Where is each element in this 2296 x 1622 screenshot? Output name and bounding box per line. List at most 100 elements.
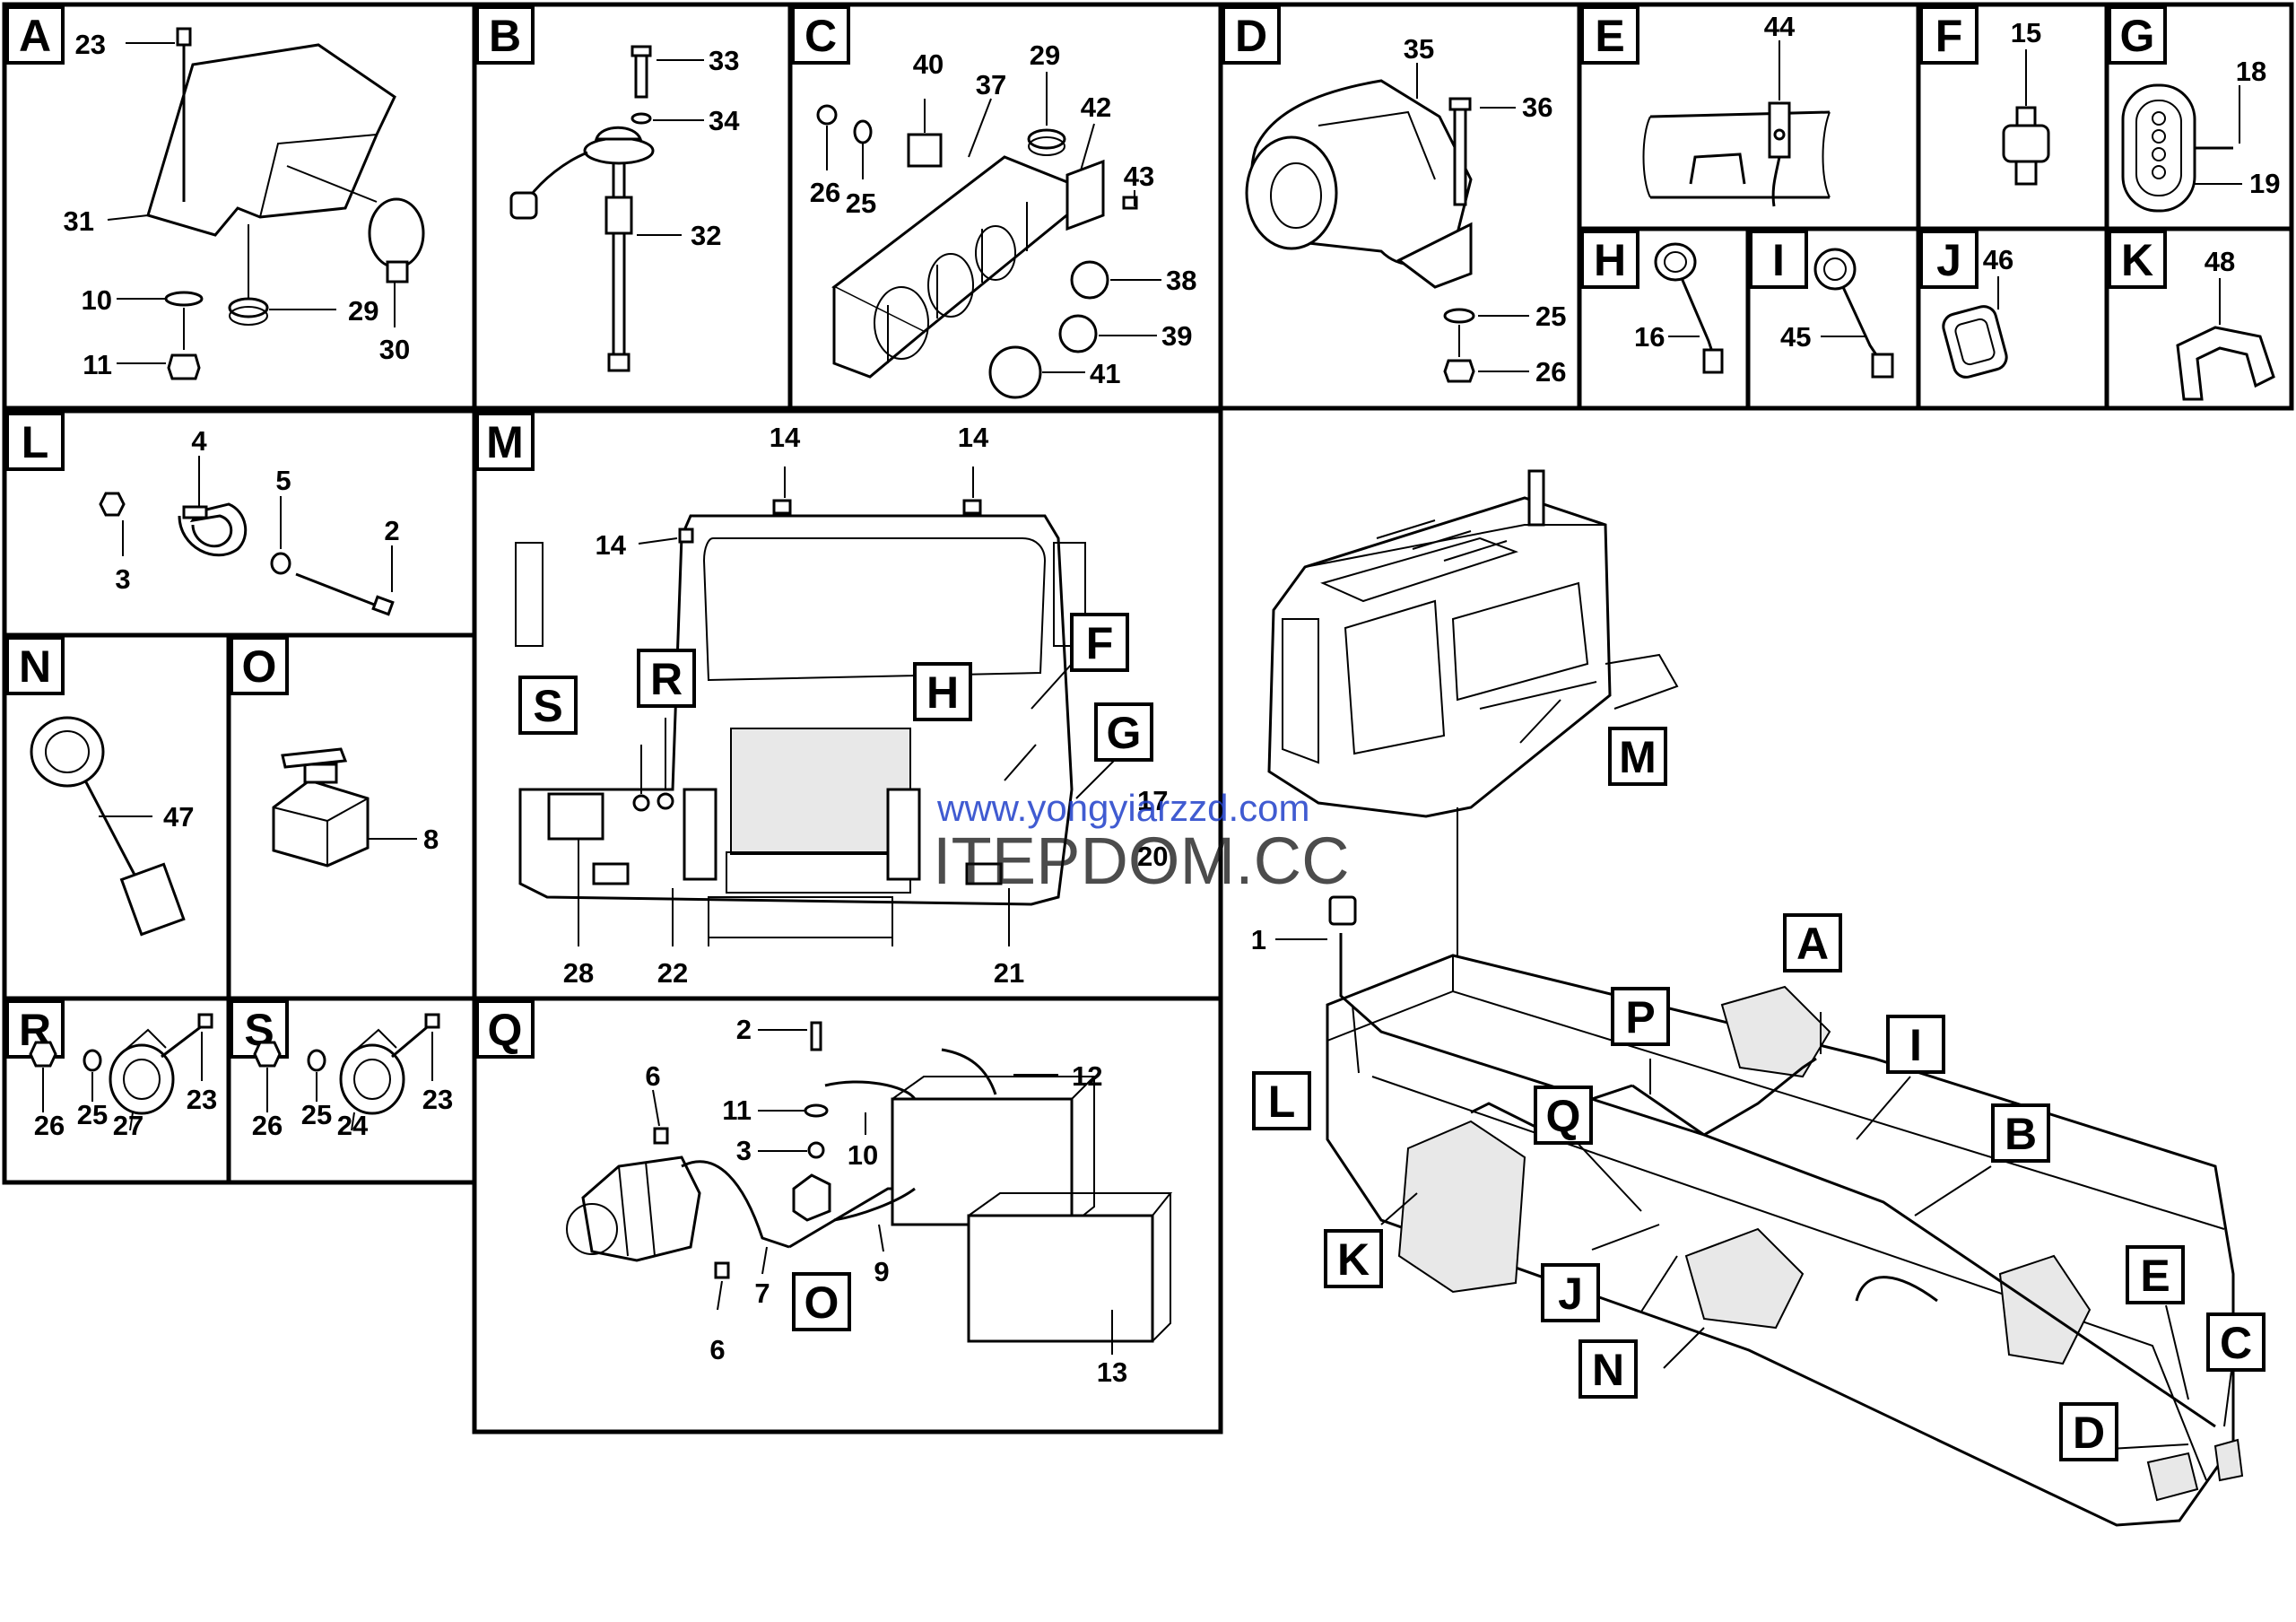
- washer-5: [270, 552, 291, 575]
- svg-text:14: 14: [770, 422, 801, 453]
- overview-label-b: B: [1991, 1103, 2050, 1163]
- sensor-45: [1813, 248, 1857, 291]
- svg-text:M: M: [1619, 732, 1657, 782]
- cap-39: [1058, 314, 1098, 353]
- bolt-head-26: [816, 104, 838, 126]
- svg-text:N: N: [1592, 1345, 1624, 1395]
- svg-text:32: 32: [691, 220, 721, 251]
- relay-bracket-37: [831, 155, 1097, 334]
- svg-text:M: M: [486, 417, 524, 467]
- svg-text:47: 47: [163, 801, 194, 833]
- svg-text:Q: Q: [488, 1005, 523, 1055]
- washer-25d: [1443, 308, 1475, 324]
- svg-text:11: 11: [722, 1094, 752, 1126]
- svg-text:A: A: [1796, 919, 1829, 969]
- lamp-21: [965, 862, 1003, 885]
- svg-text:13: 13: [1097, 1356, 1127, 1388]
- panel-frames: [2, 2, 2294, 1435]
- bolt-6a: [653, 1127, 669, 1145]
- nut-3: [99, 492, 126, 517]
- svg-text:B: B: [2005, 1109, 2037, 1159]
- panel-label-m: M: [475, 412, 535, 471]
- overview-label-n: N: [1578, 1339, 1638, 1399]
- svg-text:J: J: [1558, 1269, 1583, 1319]
- svg-text:www.yongyiarzzd.com: www.yongyiarzzd.com: [936, 787, 1309, 829]
- svg-text:16: 16: [1634, 321, 1665, 353]
- svg-text:28: 28: [563, 957, 594, 989]
- svg-text:8: 8: [423, 824, 439, 855]
- overview-label-m: M: [1608, 727, 1667, 786]
- starter-motor: [581, 1155, 701, 1262]
- lamp-unit-28: [547, 792, 604, 841]
- svg-text:C: C: [804, 11, 837, 61]
- panel-label-j: J: [1919, 230, 1979, 289]
- svg-text:22: 22: [657, 957, 688, 989]
- panel-label-o: O: [230, 636, 289, 695]
- overview-label-k: K: [1324, 1229, 1383, 1288]
- panel-label-q: Q: [475, 999, 535, 1059]
- svg-text:P: P: [1625, 992, 1655, 1042]
- nut-26r: [29, 1041, 57, 1068]
- tail-light-right: [2146, 1452, 2199, 1502]
- switch-o: [792, 1173, 831, 1222]
- svg-text:D: D: [1235, 11, 1267, 61]
- panel-q-drawing: 2 6 11 3 10 12 9 7 6 13 O: [566, 1014, 1173, 1388]
- grommet-29c: [1027, 128, 1066, 150]
- svg-text:33: 33: [709, 45, 739, 76]
- panel-letter-boxes: A B C D E F G H I J K L M N O Q R S: [5, 5, 2167, 1059]
- svg-text:4: 4: [191, 425, 207, 457]
- panel-e-drawing: 44: [1642, 11, 1831, 207]
- svg-text:H: H: [1594, 235, 1626, 285]
- svg-text:26: 26: [1535, 356, 1566, 388]
- panel-b-drawing: 33 34 32: [509, 45, 740, 372]
- svg-text:R: R: [650, 654, 683, 704]
- svg-text:26: 26: [34, 1110, 65, 1141]
- washer-34: [631, 112, 652, 125]
- block-40: [907, 133, 943, 168]
- svg-text:3: 3: [736, 1135, 752, 1166]
- panel-g-drawing: 18 19: [2121, 56, 2280, 213]
- svg-text:24: 24: [337, 1110, 369, 1141]
- m-sublabel-r: R: [637, 649, 696, 708]
- bolt-6b: [714, 1261, 730, 1279]
- svg-text:19: 19: [2249, 168, 2280, 199]
- cap-38: [1070, 260, 1109, 300]
- nut-3q: [807, 1141, 825, 1159]
- svg-text:D: D: [2073, 1408, 2105, 1458]
- panel-k-drawing: 48: [2176, 246, 2275, 401]
- windscreen: [702, 537, 1047, 682]
- svg-text:K: K: [2121, 235, 2153, 285]
- svg-text:B: B: [489, 11, 521, 61]
- q-sublabel-o: O: [792, 1272, 851, 1331]
- tail-light-left: [2213, 1438, 2244, 1482]
- fuse-box-1: [1328, 895, 1357, 926]
- panel-m-drawing: 14 14 14 17 20 28 22 21 S R H F G: [515, 422, 1168, 989]
- nut-26s: [253, 1041, 282, 1068]
- overview-label-p: P: [1611, 987, 1670, 1046]
- svg-text:K: K: [1337, 1234, 1370, 1285]
- overview-label-j: J: [1541, 1263, 1600, 1322]
- svg-text:25: 25: [1535, 301, 1566, 332]
- panel-label-c: C: [791, 5, 850, 65]
- svg-text:15: 15: [2011, 17, 2041, 48]
- nut-26d: [1443, 359, 1475, 383]
- panel-label-f: F: [1919, 5, 1979, 65]
- panel-i-drawing: 45: [1780, 248, 1894, 379]
- overview-label-i: I: [1886, 1015, 1945, 1074]
- svg-text:A: A: [19, 11, 51, 61]
- lamp-14-mid: [772, 499, 792, 515]
- washer-11q: [804, 1103, 829, 1118]
- cap-41: [988, 345, 1042, 399]
- svg-text:42: 42: [1081, 92, 1111, 123]
- svg-text:17: 17: [1137, 785, 1168, 816]
- overview-label-l: L: [1252, 1071, 1311, 1130]
- svg-text:3: 3: [115, 563, 130, 595]
- panel-n-drawing: 47: [30, 716, 194, 937]
- panel-h-drawing: 16: [1634, 242, 1724, 374]
- svg-text:G: G: [1107, 708, 1142, 758]
- svg-text:26: 26: [810, 177, 840, 208]
- panel-label-n: N: [5, 636, 65, 695]
- overview-label-a: A: [1783, 913, 1842, 972]
- panel-s-drawing: 26 25 24 23: [252, 1013, 453, 1141]
- svg-text:J: J: [1936, 235, 1961, 285]
